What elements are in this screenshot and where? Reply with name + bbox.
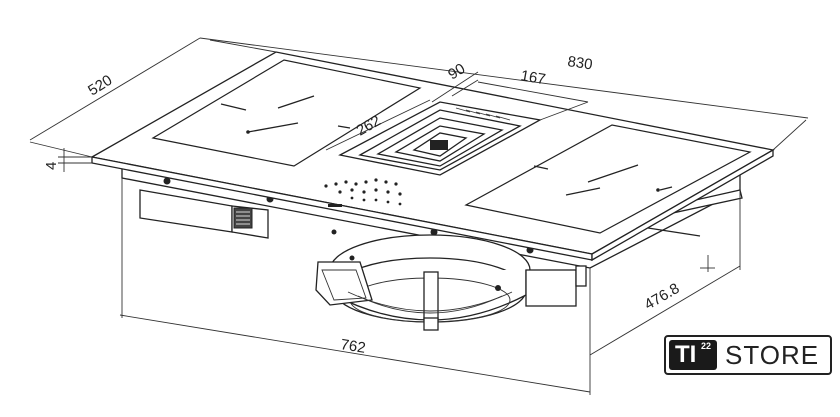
dim-520: 520 bbox=[85, 72, 115, 100]
dim-90: 90 bbox=[445, 60, 468, 83]
store-logo: TI 22 STORE bbox=[664, 335, 832, 375]
dim-830: 830 bbox=[566, 53, 593, 73]
cooking-zone-right bbox=[464, 124, 752, 234]
dim-762: 762 bbox=[339, 336, 366, 357]
logo-badge-text: TI bbox=[675, 341, 697, 368]
extractor-motor bbox=[315, 234, 587, 331]
logo-superscript: 22 bbox=[701, 341, 712, 351]
cooking-zone-left bbox=[151, 59, 422, 167]
logo-word: STORE bbox=[725, 339, 820, 370]
dimension-lines bbox=[29, 37, 809, 395]
extraction-vent bbox=[338, 101, 542, 176]
dim-476-8: 476.8 bbox=[642, 280, 683, 313]
dim-4: 4 bbox=[43, 162, 60, 170]
dim-167: 167 bbox=[519, 67, 547, 88]
logo-badge: TI 22 bbox=[669, 340, 717, 370]
touch-controls bbox=[324, 178, 402, 207]
